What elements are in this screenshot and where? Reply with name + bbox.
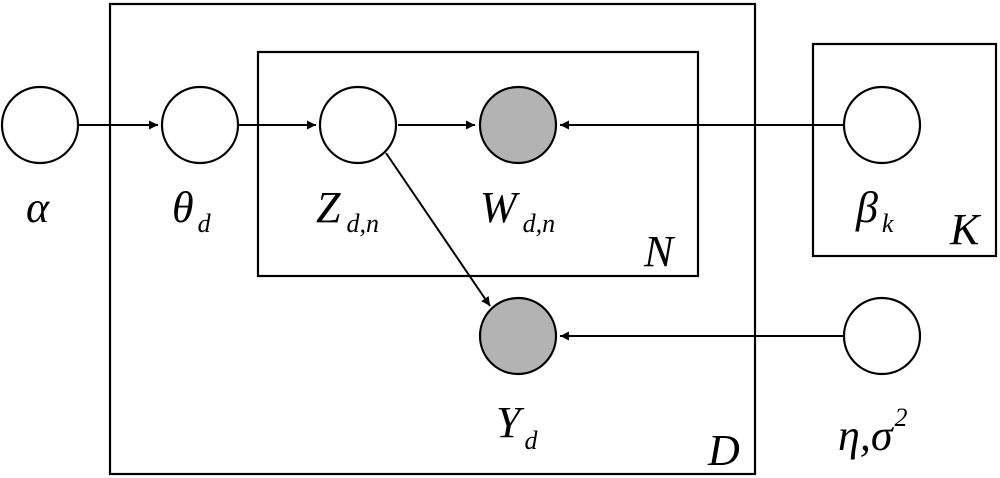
node-beta [842,85,922,165]
plate-D-label: D [707,426,740,475]
node-alpha [0,85,80,165]
node-y [478,296,558,376]
plate-D [108,2,757,476]
label-alpha: α [26,183,50,232]
plate-K [811,42,998,258]
node-eta-sigma [842,296,922,376]
node-theta [160,85,240,165]
edge-z-y [385,152,491,307]
plate-K-label: K [949,205,982,254]
node-z [318,85,398,165]
node-w [478,85,558,165]
plate-N-label: N [643,227,676,276]
label-eta-sigma: η,σ2 [838,403,908,460]
plate-N [256,50,700,278]
